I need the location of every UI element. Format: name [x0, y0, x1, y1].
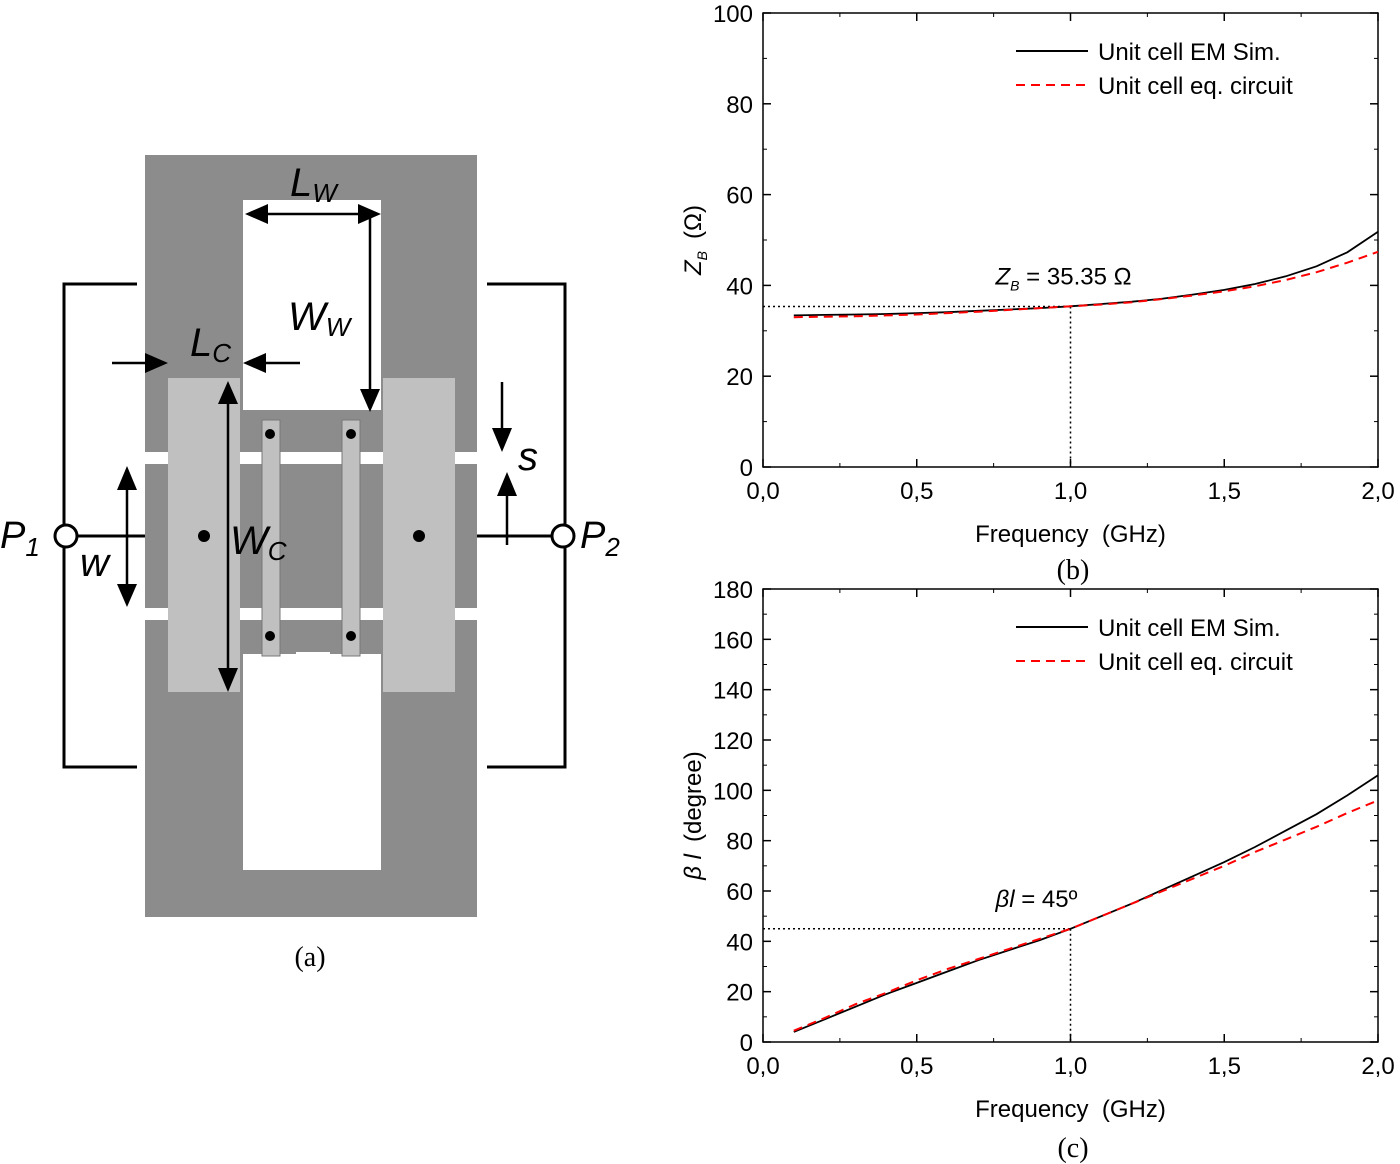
y-tick-label: 140 — [713, 678, 753, 705]
x-tick-label: 0,0 — [746, 1053, 779, 1080]
thin-strip-right — [341, 419, 361, 657]
label-lw: LW — [290, 161, 339, 208]
x-axis-label: Frequency (GHz) — [975, 521, 1166, 548]
label-p1: P1 — [0, 515, 40, 562]
via-dot — [413, 530, 425, 542]
annotation-sub: B — [1010, 278, 1019, 294]
gap-right-upper — [453, 452, 477, 464]
annotation-main: βl — [995, 886, 1016, 913]
port2-connection — [487, 282, 567, 769]
y-tick-label: 40 — [726, 929, 753, 956]
via-dot — [198, 530, 210, 542]
y-axis-label-sub: B — [694, 251, 710, 260]
label-w: w — [80, 541, 112, 585]
annotation-label: βl = 45º — [995, 886, 1078, 913]
annotation-rest: = 35.35 Ω — [1020, 264, 1132, 291]
y-axis-label-unit: (degree) — [680, 751, 707, 842]
bottom-window — [243, 652, 381, 870]
label-s: s — [518, 435, 538, 479]
y-tick-label: 100 — [713, 1, 753, 28]
y-tick-label: 20 — [726, 364, 753, 391]
caption-c: (c) — [1057, 1133, 1088, 1164]
x-axis-label: Frequency (GHz) — [975, 1096, 1166, 1123]
y-axis-label: β l (degree) — [680, 751, 707, 880]
y-tick-label: 0 — [740, 1030, 753, 1057]
via-dot — [265, 429, 275, 439]
x-tick-label: 0,5 — [900, 1053, 933, 1080]
x-tick-label: 1,5 — [1208, 1053, 1241, 1080]
thin-strip-left — [261, 419, 281, 657]
via-dot — [265, 631, 275, 641]
x-tick-label: 1,0 — [1054, 1053, 1087, 1080]
caption-a: (a) — [294, 942, 325, 973]
via-dot — [346, 631, 356, 641]
y-tick-label: 20 — [726, 980, 753, 1007]
y-tick-label: 120 — [713, 728, 753, 755]
dimension-arrows — [112, 204, 517, 692]
y-tick-label: 100 — [713, 778, 753, 805]
y-tick-label: 0 — [740, 455, 753, 482]
legend-label: Unit cell eq. circuit — [1098, 73, 1293, 100]
annotation-label: ZB = 35.35 Ω — [995, 264, 1132, 294]
label-p2: P2 — [580, 515, 620, 562]
series-line-em-sim — [793, 774, 1379, 1033]
y-tick-label: 40 — [726, 273, 753, 300]
y-tick-label: 80 — [726, 829, 753, 856]
top-window — [243, 200, 381, 410]
y-axis-label-main: Z — [680, 259, 707, 276]
y-tick-label: 180 — [713, 577, 753, 604]
chart-c: 0,0 0,5 1,0 1,5 2,0 0 20 40 60 80 100 120 140 160 180F… — [680, 577, 1395, 1123]
series-line-eq-circuit — [793, 799, 1379, 1032]
gap-center-upper — [230, 452, 390, 464]
y-axis-label-unit: (Ω) — [680, 205, 707, 239]
x-tick-label: 1,5 — [1208, 478, 1241, 505]
series-line-eq-circuit — [793, 250, 1379, 319]
y-tick-label: 80 — [726, 92, 753, 119]
caption-b: (b) — [1057, 555, 1090, 586]
x-tick-label: 2,0 — [1361, 1053, 1394, 1080]
panel-a-layout: P1 P2 LW WW LC WC w s (a) — [0, 155, 620, 973]
gap-left-lower — [145, 608, 169, 620]
x-tick-label: 0,0 — [746, 478, 779, 505]
gap-right-lower — [453, 608, 477, 620]
via-dot — [346, 429, 356, 439]
y-tick-label: 60 — [726, 183, 753, 210]
gap-center-lower — [230, 608, 390, 620]
annotation-main: Z — [995, 264, 1012, 291]
x-tick-label: 0,5 — [900, 478, 933, 505]
label-ww: WW — [288, 295, 353, 342]
legend-label: Unit cell EM Sim. — [1098, 39, 1281, 66]
label-lc: LC — [190, 321, 231, 368]
legend-label: Unit cell eq. circuit — [1098, 649, 1293, 676]
gap-left-upper — [145, 452, 169, 464]
y-tick-label: 160 — [713, 627, 753, 654]
port2-terminal — [550, 523, 576, 549]
y-axis-label: ZB (Ω) — [680, 205, 710, 276]
label-wc: WC — [230, 519, 287, 566]
port1-terminal — [53, 523, 79, 549]
x-tick-label: 2,0 — [1361, 478, 1394, 505]
y-axis-label-main: β l — [680, 853, 707, 880]
annotation-rest: = 45º — [1015, 886, 1078, 913]
y-tick-label: 60 — [726, 879, 753, 906]
legend-label: Unit cell EM Sim. — [1098, 615, 1281, 642]
x-tick-label: 1,0 — [1054, 478, 1087, 505]
